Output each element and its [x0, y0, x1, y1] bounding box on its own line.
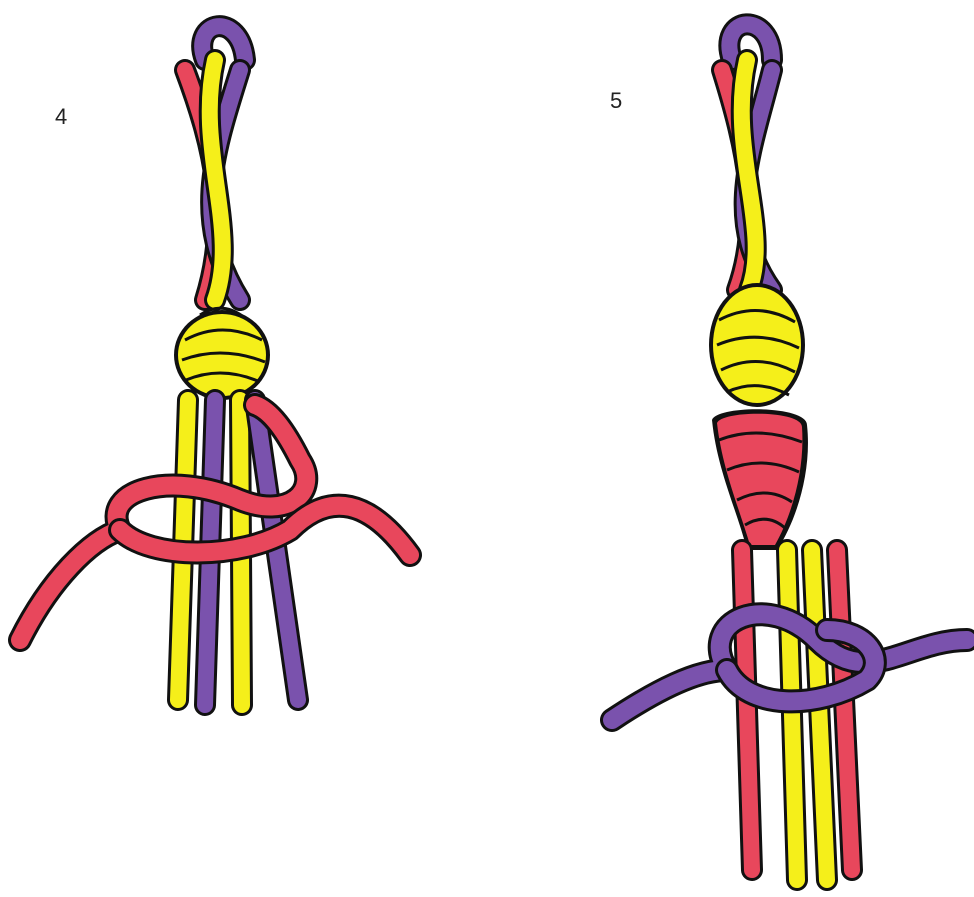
- hanging-strands: [742, 550, 852, 880]
- step-4-panel: 4: [0, 0, 487, 897]
- yellow-knot: [174, 308, 270, 400]
- step-5-knot-illustration: [487, 0, 974, 897]
- twisted-strands: [722, 60, 772, 290]
- step-5-panel: 5: [487, 0, 974, 897]
- yellow-knot: [709, 283, 805, 407]
- step-4-knot-illustration: [0, 0, 487, 897]
- red-knot: [712, 409, 808, 550]
- twisted-strands: [185, 60, 240, 300]
